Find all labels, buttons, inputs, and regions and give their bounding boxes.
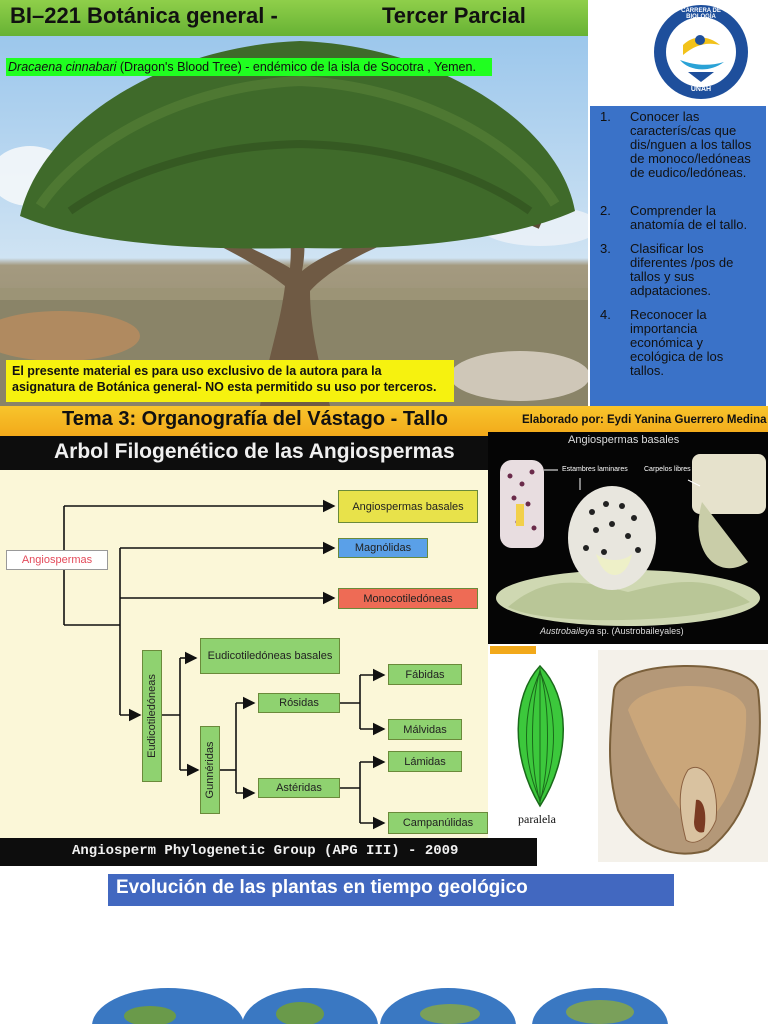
venation-label: paralela (518, 812, 556, 826)
node-angiospermas: Angiospermas (6, 550, 108, 570)
topic-title: Tema 3: Organografía del Vástago - Tallo (62, 408, 449, 430)
node-magnolidas: Magnólidas (338, 538, 428, 558)
objective-text: Clasificar los diferentes /pos de tallos… (630, 241, 734, 298)
objective-number: 2. (600, 203, 611, 218)
flower-illustration (496, 454, 766, 626)
biology-logo (654, 5, 748, 99)
monocot-seed-figure (598, 650, 768, 862)
copyright-notice: El presente material es para uso exclusi… (6, 360, 454, 402)
node-lamidas: Lámidas (388, 751, 462, 772)
logo-area: CARRERA DE BIOLOGÍA UNAH (588, 0, 768, 106)
node-asteridas: Astéridas (258, 778, 340, 798)
objective-number: 4. (600, 307, 611, 322)
topic-banner: Tema 3: Organografía del Vástago - Tallo… (0, 406, 768, 436)
carpel-label: Carpelos libres (644, 466, 691, 473)
objective-text: Comprender la anatomía de el tallo. (630, 203, 748, 232)
evolution-title: Evolución de las plantas en tiempo geoló… (116, 877, 528, 898)
parallel-leaf-figure (500, 656, 596, 836)
phylogeny-header: Arbol Filogenético de las Angiospermas (0, 436, 488, 470)
evolution-banner: Evolución de las plantas en tiempo geoló… (108, 874, 674, 906)
species-name: Dracaena cinnabari (8, 60, 117, 74)
objectives-panel: 1. Conocer las caracterís/cas que dis/ng… (590, 106, 766, 406)
node-eudicotiledoneas: Eudicotiledóneas (142, 650, 162, 782)
node-campanulidas: Campanúlidas (388, 812, 488, 834)
basal-photo-caption: Austrobaileya sp. (Austrobaileyales) (540, 626, 684, 636)
objective-number: 1. (600, 109, 611, 124)
phylogeny-tree: Angiospermas Angiospermas basales Magnól… (0, 470, 488, 840)
dragon-tree-photo (0, 36, 588, 406)
seed-illustration (609, 665, 761, 855)
logo-bottom-text: UNAH (690, 86, 712, 93)
eudicot-label: Eudicotiledóneas (146, 674, 158, 758)
course-title: BI–221 Botánica general - (10, 3, 284, 28)
objective-text: Conocer las caracterís/cas que dis/nguen… (630, 109, 752, 180)
stamen-label: Estambres laminares (562, 466, 628, 473)
phylogeny-title: Arbol Filogenético de las Angiospermas (54, 440, 455, 463)
phylogeny-footer: Angiosperm Phylogenetic Group (APG III) … (0, 838, 537, 866)
tree-illustration (0, 41, 588, 406)
exam-subtitle: Tercer Parcial (382, 3, 526, 28)
leaf-illustration (517, 664, 564, 808)
objective-number: 3. (600, 241, 611, 256)
node-gunneridas: Gunnéridas (200, 726, 220, 814)
node-eudicot-basales: Eudicotiledóneas basales (200, 638, 340, 674)
globes-illustration (92, 988, 668, 1029)
gunneridas-label: Gunnéridas (204, 741, 216, 799)
author-credit: Elaborado por: Eydi Yanina Guerrero Medi… (522, 414, 767, 426)
logo-top-text: CARRERA DE BIOLOGÍA (681, 8, 721, 20)
node-monocotiledoneas: Monocotiledóneas (338, 588, 478, 609)
basal-photo-title: Angiospermas basales (568, 434, 680, 446)
apg-citation: Angiosperm Phylogenetic Group (APG III) … (72, 843, 459, 859)
basal-angiosperm-photo: Angiospermas basales Estambres laminares… (488, 432, 768, 644)
photo-caption: Dracaena cinnabari (Dragon's Blood Tree)… (6, 58, 492, 76)
objective-text: Reconocer la importancia económica y eco… (630, 307, 724, 378)
node-fabidas: Fábidas (388, 664, 462, 685)
node-angiospermas-basales: Angiospermas basales (338, 490, 478, 523)
austrobaileya-name: Austrobaileya (540, 626, 595, 636)
caption-order: sp. (Austrobaileyales) (594, 626, 684, 636)
orange-strip (490, 646, 536, 654)
caption-rest: (Dragon's Blood Tree) - endémico de la i… (116, 60, 476, 74)
node-rosidas: Rósidas (258, 693, 340, 713)
paleogeography-globes (0, 970, 768, 1029)
node-malvidas: Málvidas (388, 719, 462, 740)
